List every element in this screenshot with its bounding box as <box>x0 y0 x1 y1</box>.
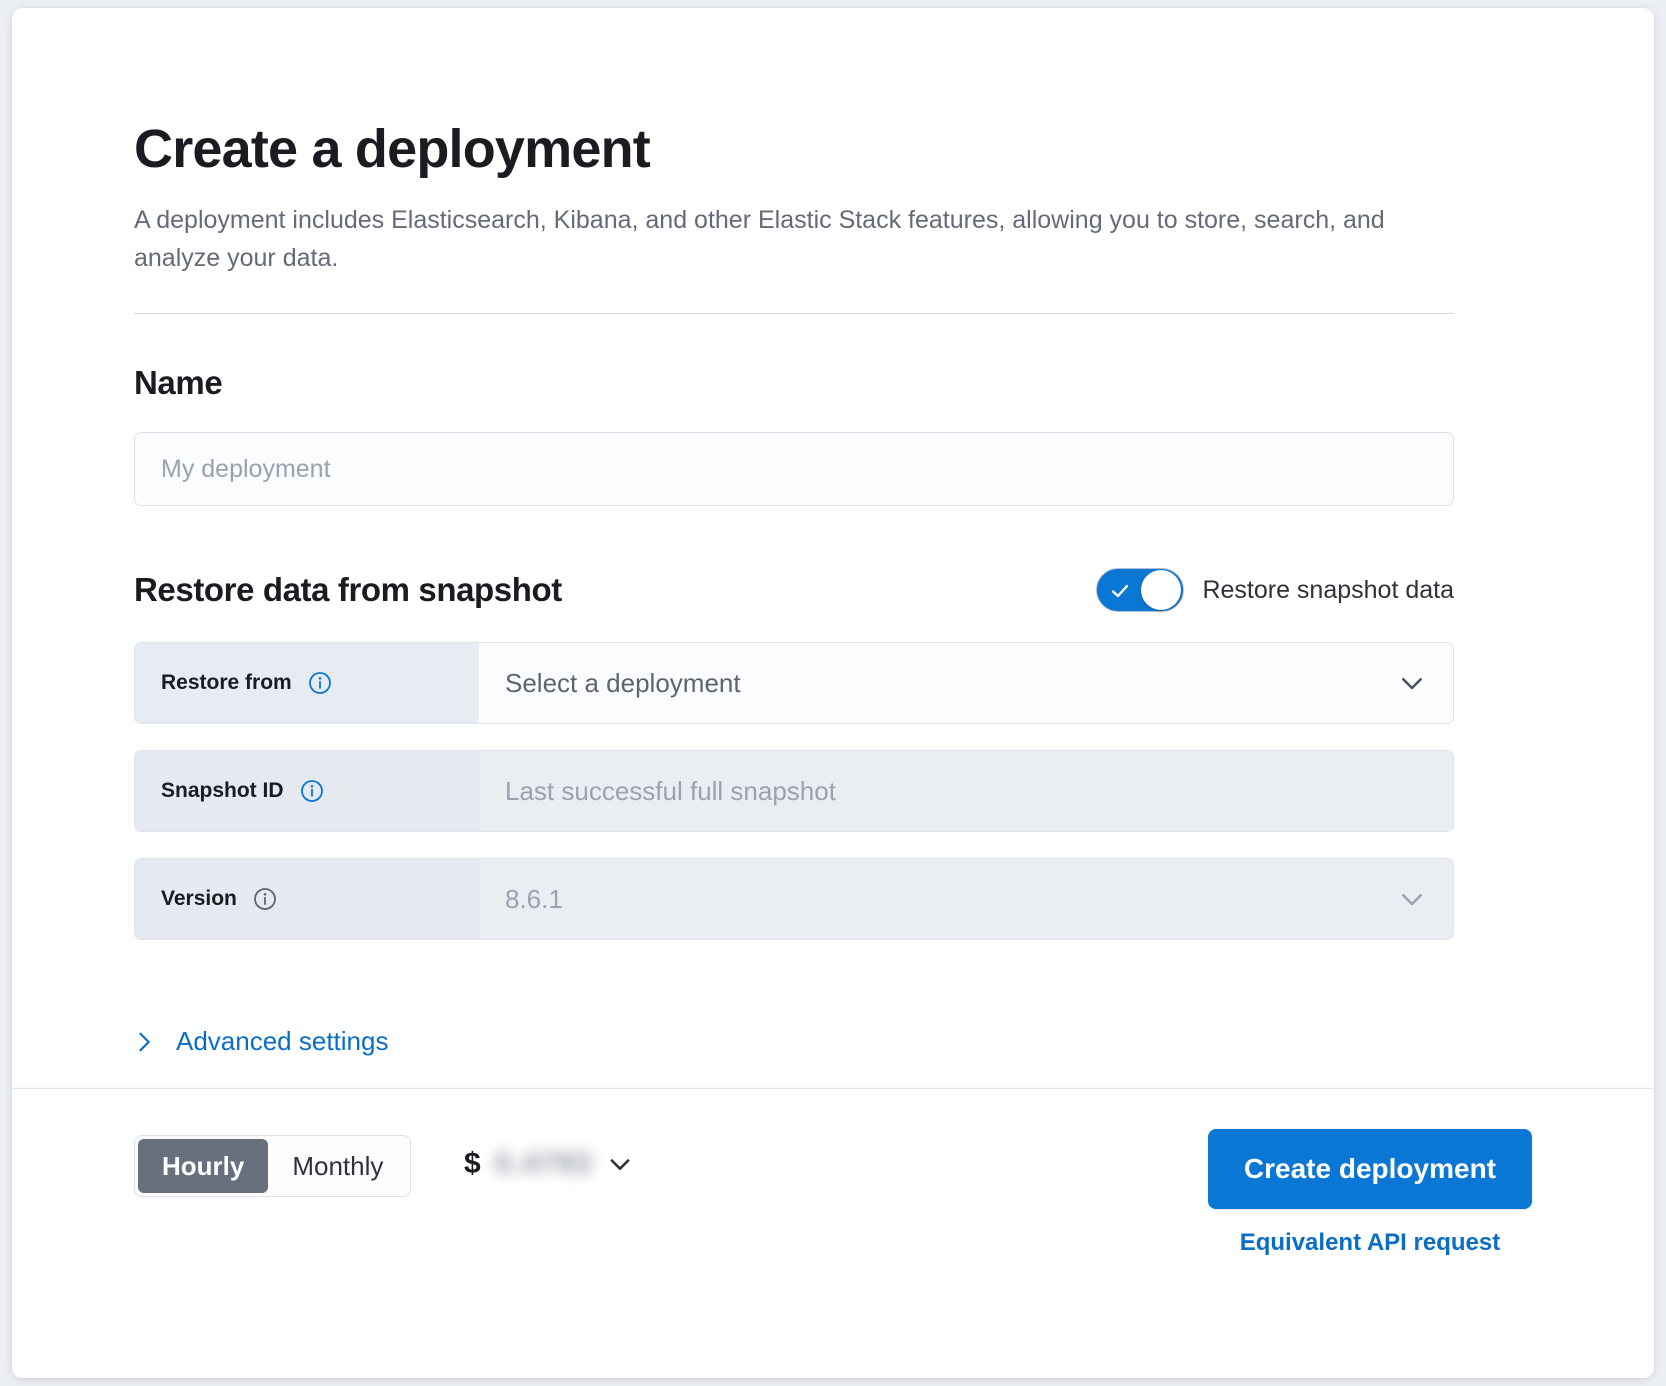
footer-actions: Create deployment Equivalent API request <box>1207 1129 1532 1257</box>
billing-option-monthly[interactable]: Monthly <box>292 1150 384 1181</box>
price-display[interactable]: $ 0.4793 <box>464 1147 634 1181</box>
restore-snapshot-toggle-group[interactable]: Restore snapshot data <box>1096 568 1454 613</box>
chevron-down-icon[interactable] <box>606 1150 634 1178</box>
advanced-settings-link[interactable]: Advanced settings <box>134 1026 388 1057</box>
version-label: Version <box>161 887 237 911</box>
billing-option-hourly[interactable]: Hourly <box>138 1139 269 1193</box>
chevron-right-icon <box>139 1032 150 1052</box>
version-value: 8.6.1 <box>505 883 563 914</box>
toggle-knob <box>1141 570 1182 611</box>
equivalent-api-request-link[interactable]: Equivalent API request <box>1239 1229 1501 1256</box>
page-subtitle: A deployment includes Elasticsearch, Kib… <box>134 206 1385 272</box>
page-title: Create a deployment <box>134 119 651 179</box>
restore-snapshot-toggle[interactable] <box>1096 568 1185 613</box>
version-select: 8.6.1 <box>479 859 1453 940</box>
create-deployment-button[interactable]: Create deployment <box>1207 1129 1532 1209</box>
restore-from-label-cell: Restore from <box>135 643 479 724</box>
name-heading: Name <box>134 364 223 402</box>
restore-snapshot-toggle-label: Restore snapshot data <box>1202 575 1454 604</box>
chevron-down-icon <box>1402 894 1422 906</box>
check-icon <box>1112 585 1129 598</box>
version-label-cell: Version <box>135 859 479 940</box>
snapshot-form-rows: Restore from Select a deployment <box>134 642 1454 941</box>
create-deployment-card: Create a deployment A deployment include… <box>12 8 1654 1378</box>
row-snapshot-id: Snapshot ID Last successful full snapsho… <box>134 750 1454 833</box>
snapshot-heading: Restore data from snapshot <box>134 571 562 609</box>
info-icon[interactable] <box>253 887 277 911</box>
row-version: Version 8.6.1 <box>134 858 1454 941</box>
deployment-name-placeholder: My deployment <box>161 454 331 483</box>
billing-period-segmented-control[interactable]: Hourly Monthly <box>134 1135 412 1197</box>
currency-symbol: $ <box>464 1147 481 1180</box>
restore-from-select[interactable]: Select a deployment <box>479 643 1453 724</box>
form-container: Create a deployment A deployment include… <box>134 120 1454 1061</box>
snapshot-id-label: Snapshot ID <box>161 779 284 803</box>
info-icon[interactable] <box>308 671 332 695</box>
advanced-settings-label: Advanced settings <box>176 1026 389 1057</box>
snapshot-section-header: Restore data from snapshot Restore snaps… <box>134 568 1454 613</box>
chevron-down-icon[interactable] <box>1397 668 1427 698</box>
snapshot-id-input: Last successful full snapshot <box>479 751 1453 832</box>
row-restore-from[interactable]: Restore from Select a deployment <box>134 642 1454 725</box>
snapshot-id-value: Last successful full snapshot <box>505 775 836 806</box>
restore-from-value: Select a deployment <box>505 667 741 698</box>
card-content: Create a deployment A deployment include… <box>12 8 1654 1061</box>
header-divider <box>134 313 1454 315</box>
price-value: 0.4793 <box>494 1147 593 1180</box>
snapshot-id-label-cell: Snapshot ID <box>135 751 479 832</box>
restore-from-label: Restore from <box>161 671 292 695</box>
footer-inner: Hourly Monthly $ 0.4793 Create deploymen… <box>12 1089 1654 1378</box>
deployment-name-input[interactable]: My deployment <box>134 432 1454 507</box>
name-section: Name My deployment <box>134 364 1454 507</box>
footer-bar: Hourly Monthly $ 0.4793 Create deploymen… <box>12 1088 1654 1378</box>
info-icon[interactable] <box>300 779 324 803</box>
